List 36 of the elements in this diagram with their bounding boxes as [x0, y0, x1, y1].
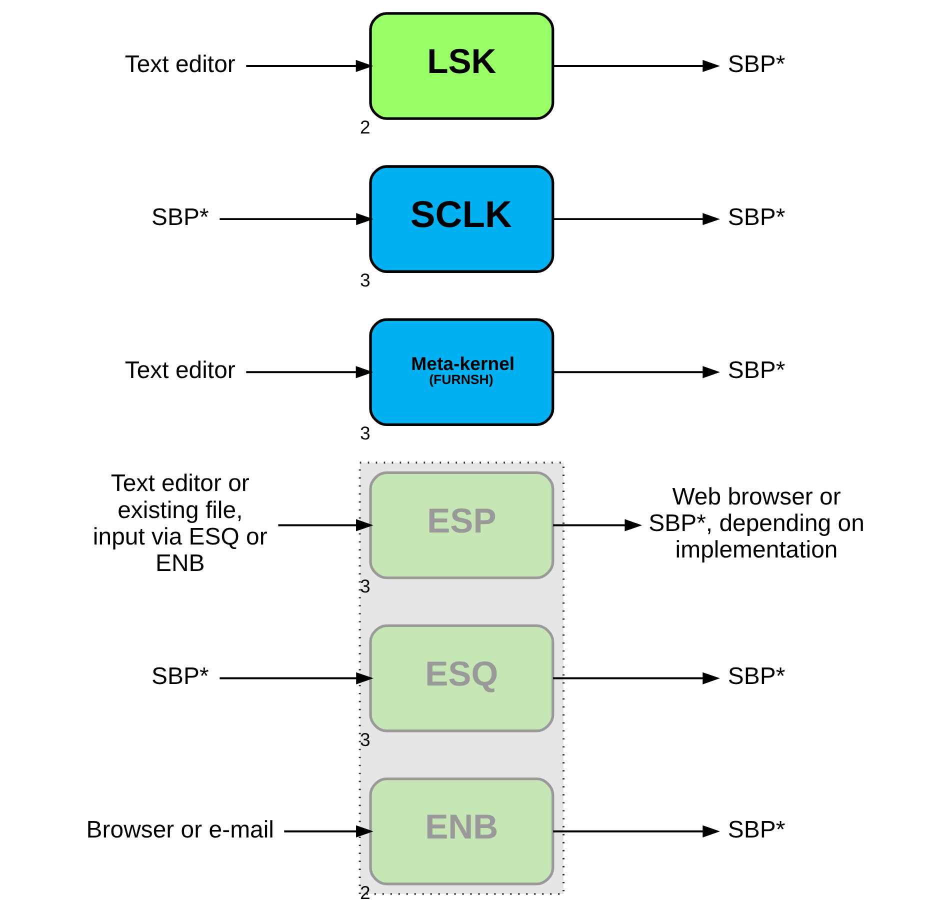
node-label: 2 — [360, 116, 370, 138]
arrow — [553, 213, 720, 226]
node-text: SBP* — [152, 663, 209, 690]
node-box: ESP — [369, 471, 554, 580]
node-text: Text editor — [124, 50, 236, 78]
node-box: ENB — [369, 777, 554, 886]
arrow — [278, 519, 374, 532]
node-box: ESQ — [369, 624, 554, 732]
arrow — [553, 519, 642, 532]
node-box: Meta-kernel (FURNSH) — [369, 318, 554, 426]
node-label: 3 — [360, 270, 370, 291]
arrow — [246, 60, 374, 72]
node-text: Text editor or existing file, input via ESQ or ENB — [92, 470, 268, 578]
node-label: 3 — [360, 576, 370, 597]
node-box: LSK — [369, 12, 554, 120]
node-text: SBP* — [728, 663, 786, 690]
node-label: 3 — [360, 422, 370, 444]
node-label: 3 — [360, 728, 370, 750]
node-label: 2 — [360, 882, 370, 903]
node-text: SBP* — [152, 204, 209, 231]
arrow — [284, 825, 374, 838]
node-text: SBP* — [728, 50, 786, 78]
arrow — [553, 60, 720, 72]
arrow — [553, 672, 720, 684]
arrow — [220, 213, 374, 226]
arrow — [220, 672, 374, 684]
arrow — [246, 366, 374, 378]
node-text: SBP* — [728, 357, 786, 384]
node-text: Web browser or SBP*, depending on implementation — [648, 483, 864, 564]
arrow — [553, 825, 720, 838]
node-text: SBP* — [728, 204, 786, 231]
node-text: Browser or e-mail — [86, 816, 274, 844]
node-text: Text editor — [124, 357, 236, 384]
node-box: SCLK — [369, 165, 554, 273]
node-text: SBP* — [728, 816, 786, 844]
arrow — [553, 366, 720, 378]
